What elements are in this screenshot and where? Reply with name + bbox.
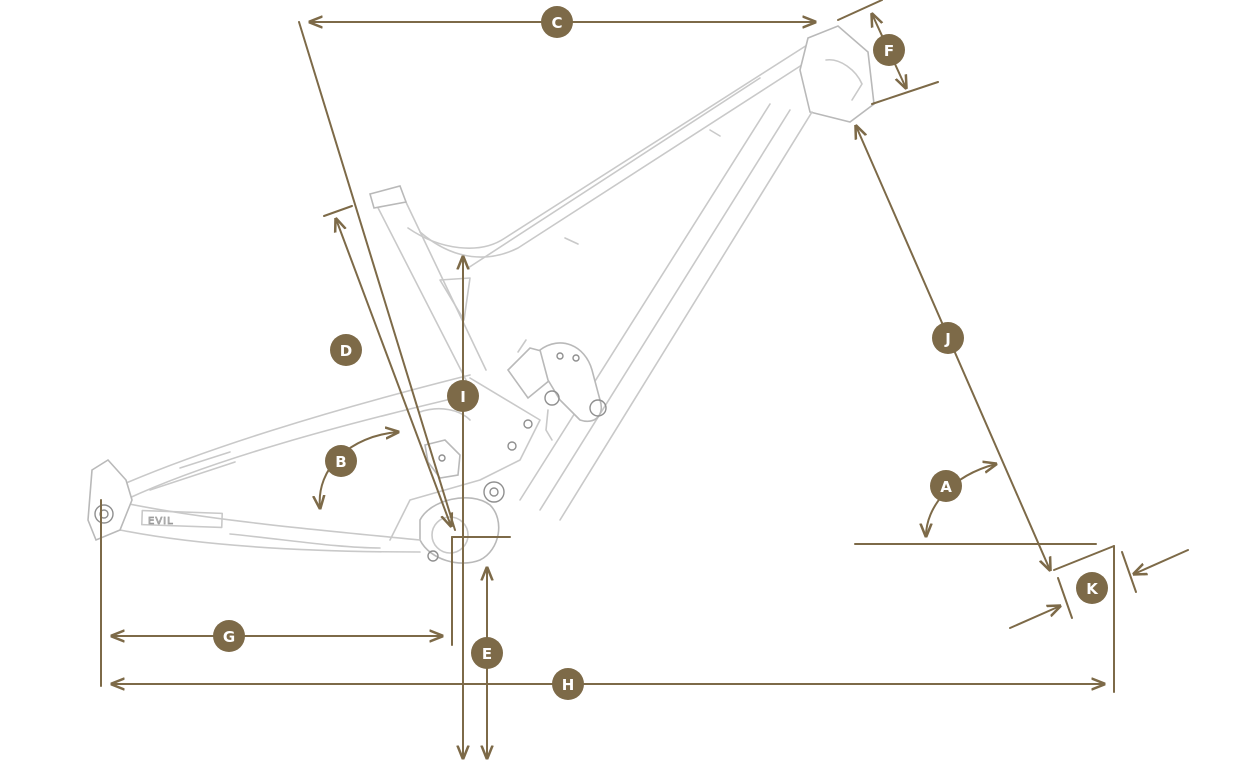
label-h: H	[552, 668, 584, 700]
svg-text:J: J	[944, 330, 951, 348]
svg-text:D: D	[340, 342, 352, 360]
svg-text:F: F	[884, 42, 894, 60]
label-e: E	[471, 637, 503, 669]
svg-text:A: A	[940, 478, 952, 496]
label-i: I	[447, 380, 479, 412]
svg-text:K: K	[1086, 580, 1099, 598]
frame-brand-lettering: EVIL	[148, 516, 174, 527]
bike-frame-illustration: EVIL	[87, 25, 875, 564]
svg-text:I: I	[460, 388, 466, 406]
svg-text:B: B	[335, 453, 346, 471]
svg-text:H: H	[562, 676, 575, 694]
dimension-lines	[100, 0, 1189, 758]
svg-text:C: C	[551, 14, 562, 32]
label-b: B	[325, 445, 357, 477]
label-j: J	[932, 322, 964, 354]
label-k: K	[1076, 572, 1108, 604]
svg-text:E: E	[482, 645, 492, 663]
label-a: A	[930, 470, 962, 502]
label-f: F	[873, 34, 905, 66]
svg-text:G: G	[223, 628, 235, 646]
label-c: C	[541, 6, 573, 38]
label-d: D	[330, 334, 362, 366]
label-g: G	[213, 620, 245, 652]
